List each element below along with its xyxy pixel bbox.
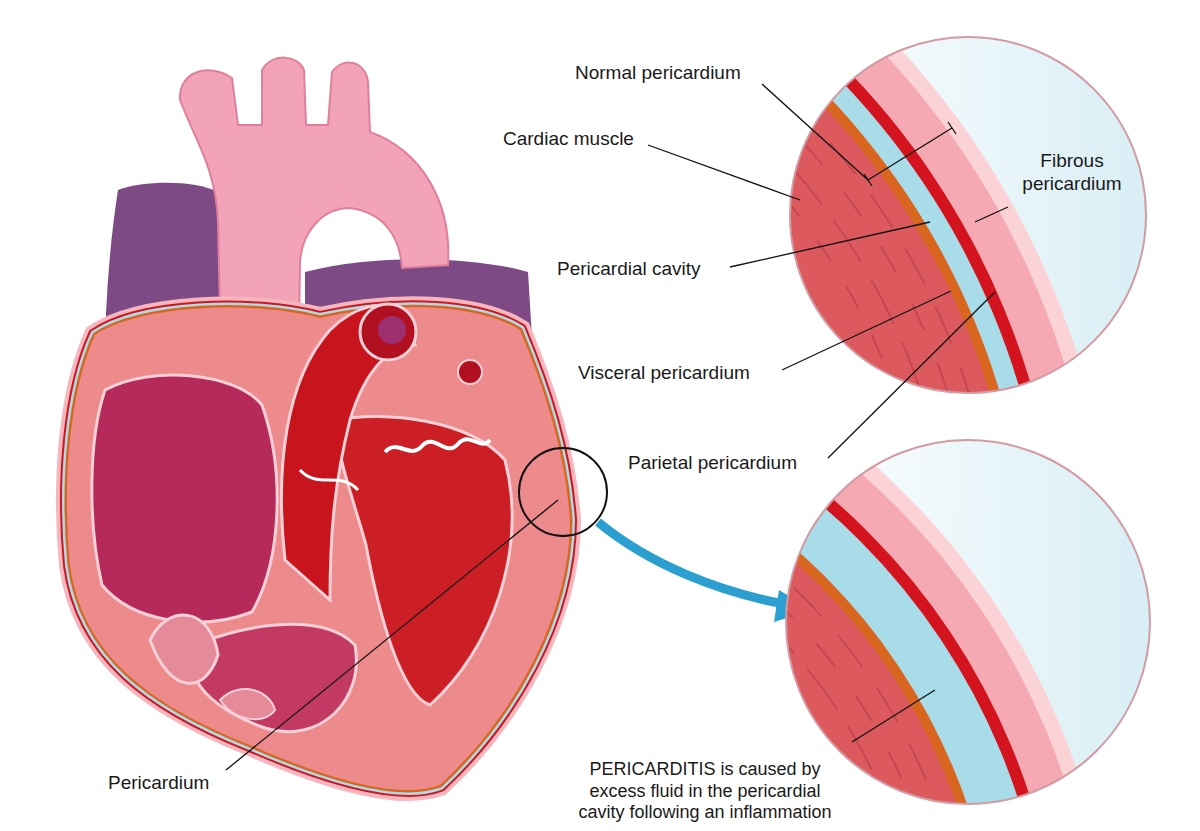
part-label: Parietal pericardium: [628, 452, 797, 475]
part-label: Pericardial cavity: [557, 258, 701, 281]
mitral-valve: [385, 439, 490, 452]
zoom-circle: [519, 448, 607, 536]
fibrous-band: [0, 300, 1100, 831]
pericarditis-inset: [0, 285, 1160, 831]
leader-line: [782, 291, 951, 370]
muscle-striation: [0, 452, 948, 831]
inset-outline: [790, 37, 1146, 393]
muscle-striation: [0, 475, 925, 831]
muscle-band: [0, 410, 990, 831]
leader-line: [828, 292, 995, 458]
part-label: Cardiac muscle: [503, 128, 634, 151]
leader-line: [226, 500, 558, 770]
leader-line: [648, 145, 800, 200]
leader-line: [852, 690, 935, 742]
leader-line: [975, 207, 1008, 222]
inset-outline: [786, 440, 1150, 804]
cavity-band: [0, 350, 1050, 831]
bracket-tick: [864, 174, 872, 186]
part-label: Visceral pericardium: [578, 362, 750, 385]
bracket-tick: [948, 122, 956, 134]
tricuspid-valve: [150, 615, 218, 683]
left-atrium: [360, 304, 416, 360]
bracket-line: [868, 128, 952, 180]
muscle-striation: [0, 0, 930, 831]
leader-line: [762, 84, 868, 180]
right-atrium: [92, 375, 277, 622]
caption-note: PERICARDITIS is caused by excess fluid i…: [570, 759, 840, 824]
part-label: Normal pericardium: [575, 62, 741, 85]
pulmonary-vein-opening: [378, 316, 406, 344]
zoom-arrow: [598, 522, 784, 604]
muscle-striation: [0, 500, 900, 831]
part-label: Fibrous pericardium: [1010, 150, 1135, 196]
leader-line: [730, 222, 930, 267]
left-ventricle: [335, 416, 512, 705]
septum-line: [300, 470, 358, 490]
vessel-opening: [458, 360, 482, 384]
visceral-band: [0, 400, 1000, 831]
leader-lines: [226, 84, 1008, 770]
papillary-muscle: [220, 689, 275, 719]
part-label: Pericardium: [108, 772, 209, 795]
parietal-band: [0, 338, 1062, 831]
muscle-striation: [0, 430, 970, 831]
outer-fibrous: [0, 285, 1115, 831]
